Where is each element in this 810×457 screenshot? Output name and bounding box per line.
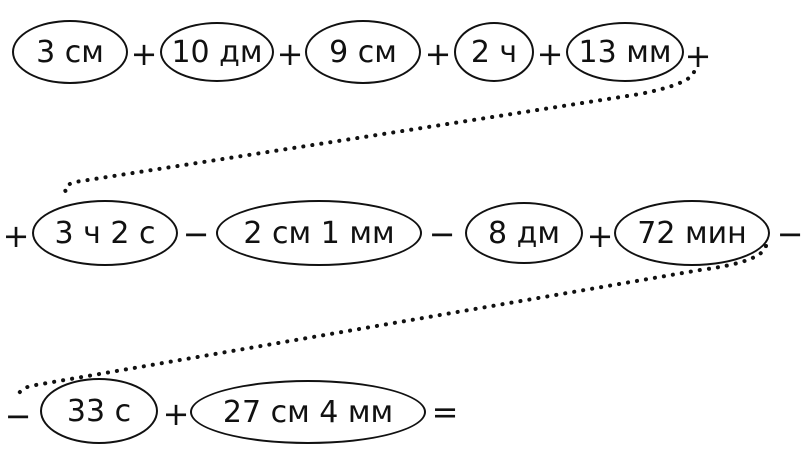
operator-minus: − [4, 397, 32, 435]
operator-minus: − [428, 215, 456, 253]
term-oval: 33 с [40, 378, 158, 444]
dotted-connector-row2-row3 [16, 244, 768, 402]
term-oval: 2 ч [454, 22, 534, 82]
term-oval: 2 см 1 мм [216, 200, 422, 266]
operator-plus: + [586, 217, 614, 255]
operator-minus: − [776, 215, 804, 253]
operator-plus: + [130, 35, 158, 73]
operator-plus: + [424, 35, 452, 73]
term-oval: 13 мм [566, 22, 684, 82]
term-oval: 27 см 4 мм [190, 380, 426, 444]
operator-equals: = [431, 393, 459, 431]
operator-plus: + [2, 217, 30, 255]
term-oval: 9 см [305, 20, 421, 84]
term-oval: 10 дм [160, 22, 274, 82]
term-oval: 8 дм [465, 202, 583, 264]
term-oval: 3 см [12, 20, 128, 84]
term-oval: 72 мин [614, 200, 770, 266]
operator-minus: − [182, 215, 210, 253]
operator-plus: + [276, 35, 304, 73]
operator-plus: + [684, 37, 712, 75]
term-oval: 3 ч 2 с [32, 200, 178, 266]
dotted-connector-row1-row2 [63, 70, 696, 194]
operator-plus: + [162, 395, 190, 433]
operator-plus: + [536, 35, 564, 73]
